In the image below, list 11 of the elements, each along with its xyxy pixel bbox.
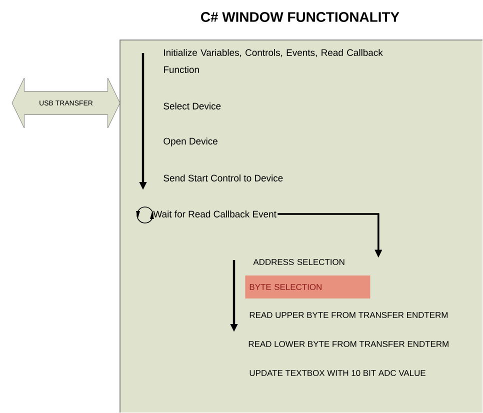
step-text: ADDRESS SELECTION xyxy=(253,259,344,265)
step-text: Open Device xyxy=(164,138,218,146)
step-text: READ LOWER BYTE FROM TRANSFER ENDTERM xyxy=(248,341,448,347)
step-text: Select Device xyxy=(164,102,221,110)
step-text: Wait for Read Callback Event xyxy=(153,210,276,218)
step-text: READ UPPER BYTE FROM TRANSFER ENDTERM xyxy=(250,312,448,318)
step-text: Initialize Variables, Controls, Events, Read Callback Function xyxy=(164,49,383,73)
highlight-box: BYTE SELECTION xyxy=(245,276,370,298)
step-text: Send Start Control to Device xyxy=(164,174,283,182)
title: C# WINDOW FUNCTIONALITY xyxy=(201,12,400,22)
step-text: UPDATE TEXTBOX WITH 10 BIT ADC VALUE xyxy=(250,370,426,376)
